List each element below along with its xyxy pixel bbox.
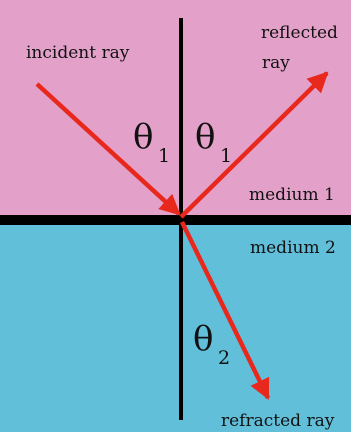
- medium-2-region: [0, 220, 351, 432]
- reflected-ray-label-line1: reflected: [261, 23, 338, 43]
- refraction-angle-subscript: 2: [218, 347, 230, 369]
- refraction-angle-symbol: θ: [193, 319, 213, 359]
- reflected-ray: [179, 71, 329, 219]
- incident-ray-label: incident ray: [26, 43, 130, 63]
- incidence-angle-symbol: θ: [133, 117, 153, 157]
- medium-2-label: medium 2: [250, 238, 336, 258]
- incident-ray: [35, 82, 181, 216]
- incidence-angle-subscript: 1: [158, 145, 170, 167]
- refracted-ray: [179, 221, 271, 400]
- refracted-ray-label: refracted ray: [221, 411, 335, 431]
- medium-1-label: medium 1: [249, 185, 335, 205]
- reflection-angle-subscript: 1: [220, 145, 232, 167]
- reflection-angle-symbol: θ: [195, 117, 215, 157]
- reflected-ray-label-line2: ray: [262, 53, 290, 73]
- interface-boundary: [0, 215, 351, 225]
